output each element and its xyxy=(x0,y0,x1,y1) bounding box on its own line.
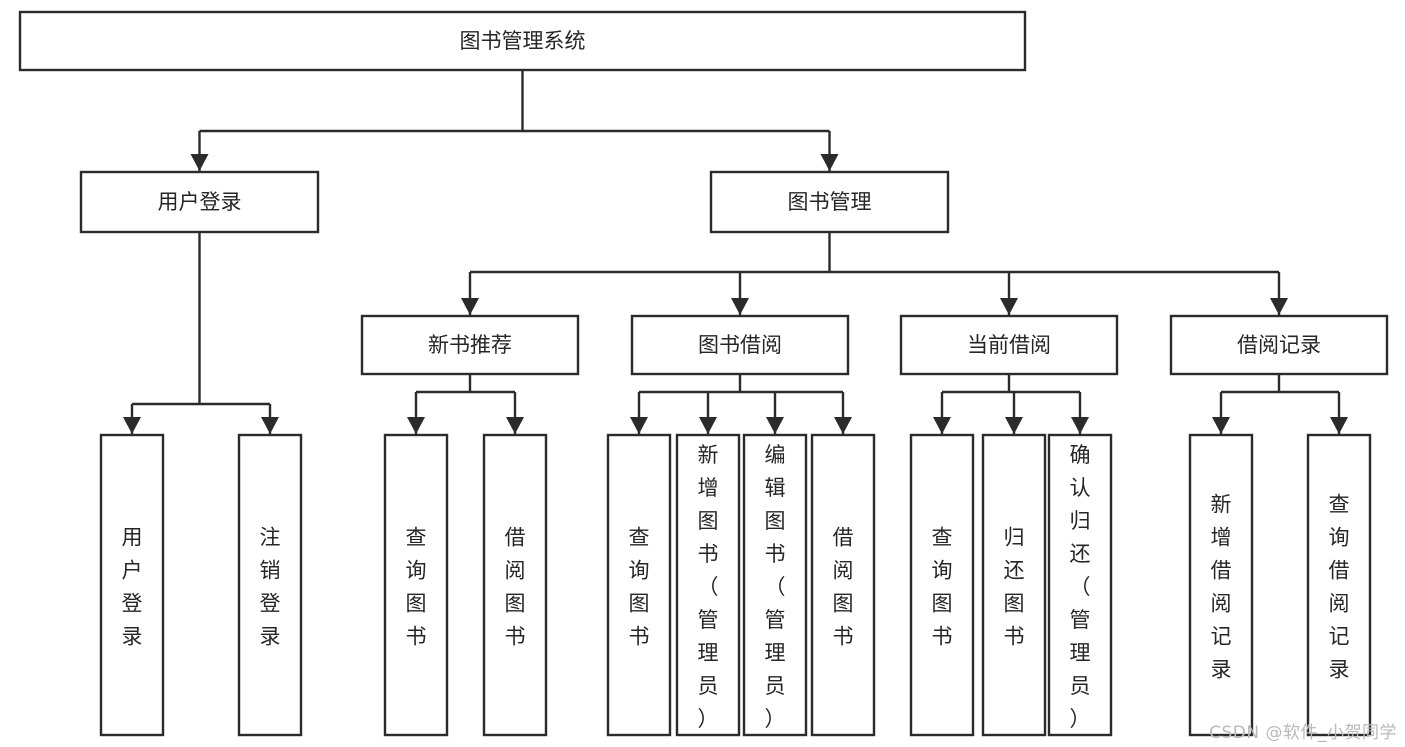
arrow-head-icon xyxy=(1071,417,1089,434)
arrow-head-icon xyxy=(1330,417,1348,434)
node-leaf-edit-book[interactable]: 编辑图书（管理员） xyxy=(742,433,808,737)
arrow-head-icon xyxy=(1212,417,1230,434)
node-new-book-rec[interactable]: 新书推荐 xyxy=(360,314,580,376)
arrow-head-icon xyxy=(1000,298,1018,315)
arrow-head-icon xyxy=(261,417,279,434)
node-label-leaf-user-login: 用户登录 xyxy=(122,526,143,649)
node-leaf-query-record[interactable]: 查询借阅记录 xyxy=(1306,433,1372,737)
edge-group-user-login xyxy=(123,232,279,434)
node-label-leaf-query-book-2: 查询图书 xyxy=(629,526,650,649)
node-box-leaf-user-logout xyxy=(237,433,303,737)
node-leaf-borrow-book-1[interactable]: 借阅图书 xyxy=(482,433,548,737)
node-label-leaf-return-book: 归还图书 xyxy=(1004,526,1025,649)
connector-layer xyxy=(123,70,1348,434)
arrow-head-icon xyxy=(1270,298,1288,315)
node-leaf-return-book[interactable]: 归还图书 xyxy=(981,433,1047,737)
edge-group-book-borrow xyxy=(630,374,852,434)
node-box-borrow-record xyxy=(1169,314,1389,376)
node-book-borrow[interactable]: 图书借阅 xyxy=(630,314,850,376)
node-label-current-borrow: 当前借阅 xyxy=(967,333,1051,357)
node-box-leaf-query-book-3 xyxy=(909,433,975,737)
node-leaf-user-login[interactable]: 用户登录 xyxy=(99,433,165,737)
node-label-leaf-confirm-return: 确认归还（管理员） xyxy=(1070,443,1091,731)
edge-group-book-manage xyxy=(461,232,1288,315)
node-box-leaf-user-login xyxy=(99,433,165,737)
node-label-new-book-rec: 新书推荐 xyxy=(428,333,512,357)
edge-group-root xyxy=(190,70,839,171)
node-box-leaf-add-book xyxy=(675,433,741,737)
node-root[interactable]: 图书管理系统 xyxy=(18,10,1027,72)
node-borrow-record[interactable]: 借阅记录 xyxy=(1169,314,1389,376)
node-label-book-manage: 图书管理 xyxy=(788,190,872,214)
node-current-borrow[interactable]: 当前借阅 xyxy=(899,314,1119,376)
arrow-head-icon xyxy=(731,298,749,315)
arrow-head-icon xyxy=(820,154,839,171)
node-box-leaf-return-book xyxy=(981,433,1047,737)
node-leaf-user-logout[interactable]: 注销登录 xyxy=(237,433,303,737)
node-label-leaf-query-book-3: 查询图书 xyxy=(932,526,953,649)
node-leaf-query-book-1[interactable]: 查询图书 xyxy=(383,433,449,737)
node-book-manage[interactable]: 图书管理 xyxy=(709,170,950,234)
edge-group-new-book-rec xyxy=(407,374,524,434)
node-label-leaf-edit-book: 编辑图书（管理员） xyxy=(765,443,786,731)
arrow-head-icon xyxy=(123,417,141,434)
arrow-head-icon xyxy=(699,417,717,434)
node-box-leaf-borrow-book-1 xyxy=(482,433,548,737)
node-box-book-manage xyxy=(709,170,950,234)
arrow-head-icon xyxy=(630,417,648,434)
node-label-book-borrow: 图书借阅 xyxy=(698,333,782,357)
node-leaf-add-record[interactable]: 新增借阅记录 xyxy=(1188,433,1254,737)
node-leaf-borrow-book-2[interactable]: 借阅图书 xyxy=(810,433,876,737)
node-user-login[interactable]: 用户登录 xyxy=(79,170,320,234)
edge-group-current-borrow xyxy=(933,374,1089,434)
node-box-leaf-query-book-2 xyxy=(606,433,672,737)
node-box-leaf-borrow-book-2 xyxy=(810,433,876,737)
node-label-leaf-add-record: 新增借阅记录 xyxy=(1211,493,1232,682)
node-label-borrow-record: 借阅记录 xyxy=(1237,333,1321,357)
arrow-head-icon xyxy=(461,298,479,315)
node-box-leaf-query-record xyxy=(1306,433,1372,737)
node-box-root xyxy=(18,10,1027,72)
node-box-leaf-add-record xyxy=(1188,433,1254,737)
node-leaf-confirm-return[interactable]: 确认归还（管理员） xyxy=(1047,433,1113,737)
arrow-head-icon xyxy=(933,417,951,434)
node-box-book-borrow xyxy=(630,314,850,376)
arrow-head-icon xyxy=(1005,417,1023,434)
node-label-leaf-query-record: 查询借阅记录 xyxy=(1329,493,1350,682)
node-label-leaf-user-logout: 注销登录 xyxy=(260,526,281,649)
node-box-leaf-query-book-1 xyxy=(383,433,449,737)
arrow-head-icon xyxy=(506,417,524,434)
arrow-head-icon xyxy=(834,417,852,434)
arrow-head-icon xyxy=(766,417,784,434)
node-box-leaf-confirm-return xyxy=(1047,433,1113,737)
arrow-head-icon xyxy=(190,154,209,171)
node-label-root: 图书管理系统 xyxy=(460,29,586,53)
node-label-leaf-add-book: 新增图书（管理员） xyxy=(698,443,719,731)
node-leaf-add-book[interactable]: 新增图书（管理员） xyxy=(675,433,741,737)
node-label-leaf-query-book-1: 查询图书 xyxy=(406,526,427,649)
node-box-leaf-edit-book xyxy=(742,433,808,737)
node-leaf-query-book-2[interactable]: 查询图书 xyxy=(606,433,672,737)
node-label-leaf-borrow-book-2: 借阅图书 xyxy=(833,526,854,649)
node-box-current-borrow xyxy=(899,314,1119,376)
node-box-new-book-rec xyxy=(360,314,580,376)
edge-group-borrow-record xyxy=(1212,374,1348,434)
node-leaf-query-book-3[interactable]: 查询图书 xyxy=(909,433,975,737)
node-box-user-login xyxy=(79,170,320,234)
node-label-leaf-borrow-book-1: 借阅图书 xyxy=(505,526,526,649)
node-layer: 图书管理系统用户登录图书管理新书推荐图书借阅当前借阅借阅记录用户登录注销登录查询… xyxy=(18,10,1389,737)
arrow-head-icon xyxy=(407,417,425,434)
node-label-user-login: 用户登录 xyxy=(158,190,242,214)
